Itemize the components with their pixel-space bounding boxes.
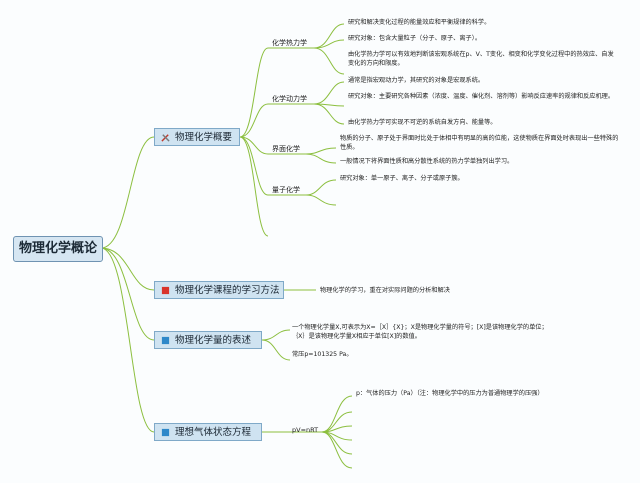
root-topic[interactable]: 物理化学概论	[13, 236, 103, 262]
blue-flag-icon	[161, 336, 170, 345]
branch-quantity-expression-label: 物理化学量的表述	[175, 335, 252, 346]
leaf-ideal-gas-1: p：气体的压力（Pa）（注：物理化学中的压力为普通物理学的压强）	[356, 390, 544, 397]
tools-icon	[161, 134, 170, 142]
subtopic-interface[interactable]: 界面化学	[272, 145, 300, 153]
branch-overview-label: 物理化学概要	[175, 132, 233, 143]
subtopic-kinetics[interactable]: 化学动力学	[272, 95, 307, 103]
branch-quantity-expression[interactable]: 物理化学量的表述	[154, 331, 262, 349]
leaf-kinetics-3: 由化学热力学可实现不可逆的系统自发方向、能量等。	[348, 119, 497, 126]
branch-ideal-gas[interactable]: 理想气体状态方程	[154, 423, 262, 441]
red-flag-icon	[161, 286, 170, 295]
leaf-quantity-1: 一个物理化学量X,可表示为X=［X］{X}；X是物理化学量的符号；[X]是该物理…	[292, 324, 548, 340]
branch-ideal-gas-label: 理想气体状态方程	[175, 427, 252, 438]
leaf-interface-2: 一般情况下将界面性质和高分散性系统的热力学单独列出学习。	[340, 158, 514, 165]
branch-overview[interactable]: 物理化学概要	[154, 128, 240, 146]
blue-flag-icon	[161, 428, 170, 437]
subtopic-thermodynamics[interactable]: 化学热力学	[272, 39, 307, 47]
leaf-thermo-2: 研究对象：包含大量粒子（分子、原子、离子）。	[348, 35, 482, 42]
leaf-quantity-2: 常压p=101325 Pa。	[292, 351, 353, 358]
branch-study-method[interactable]: 物理化学课程的学习方法	[154, 281, 284, 299]
leaf-quantum-1: 研究对象：单一原子、离子、分子或原子簇。	[340, 175, 464, 182]
leaf-kinetics-2: 研究对象：主要研究各种因素（浓度、温度、催化剂、溶剂等）影响反应速率的规律和反应…	[348, 93, 615, 100]
leaf-interface-1: 物质的分子、原子处于界面时比处于体相中有明显的高的位能，这使物质在界面处时表现出…	[340, 135, 619, 151]
leaf-thermo-3: 由化学热力学可以有效地判断该宏观系统在p、V、T变化、相变和化学变化过程中的热效…	[348, 51, 614, 67]
leaf-study-method: 物理化学的学习，重在对实际问题的分析和解决	[320, 287, 450, 294]
branch-study-method-label: 物理化学课程的学习方法	[175, 285, 280, 296]
leaf-thermo-1: 研究和解决变化过程的能量效应和平衡规律的科学。	[348, 19, 491, 26]
ideal-gas-equation: pV=nRT	[292, 426, 319, 434]
leaf-kinetics-1: 通常是指宏观动力学，其研究的对象是宏观系统。	[348, 77, 485, 84]
subtopic-quantum[interactable]: 量子化学	[272, 186, 300, 194]
